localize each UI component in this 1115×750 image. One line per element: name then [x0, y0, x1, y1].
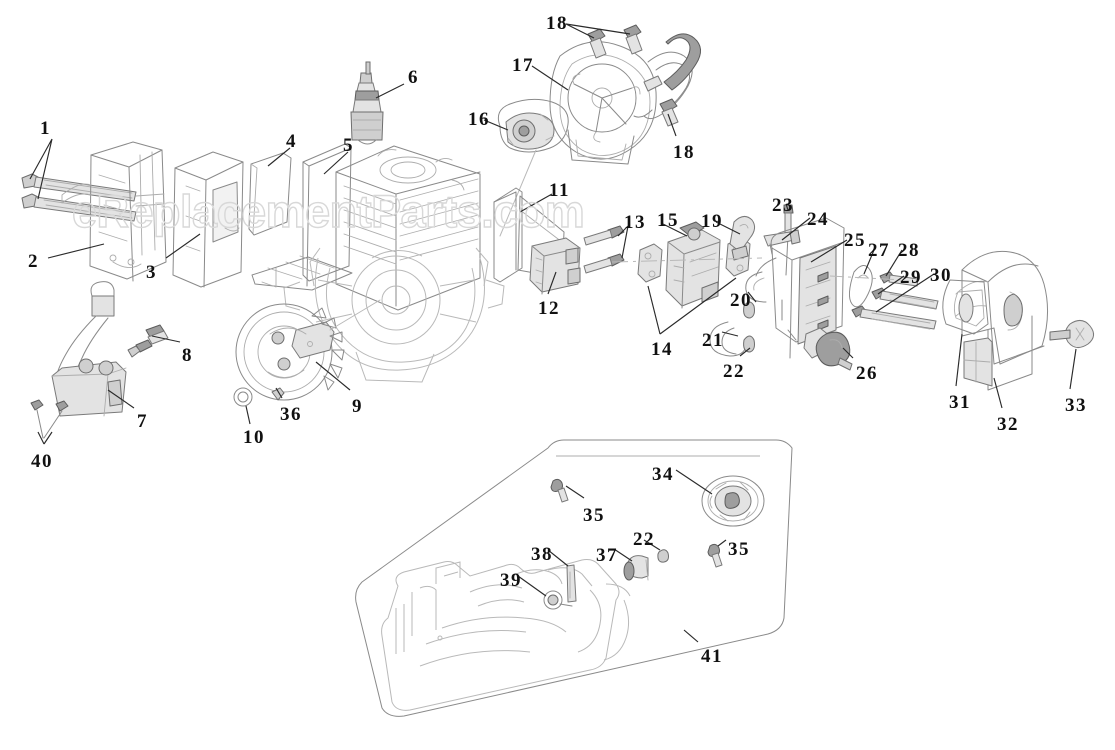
callout-19: 19	[701, 211, 723, 232]
callout-8: 8	[182, 345, 193, 366]
callout-14: 14	[651, 339, 673, 360]
callout-9: 9	[352, 396, 363, 417]
callout-21: 21	[702, 330, 724, 351]
callout-28: 28	[898, 240, 920, 261]
cylinder-and-engine	[283, 145, 505, 383]
callout-18-lower: 18	[673, 142, 695, 163]
air-filter-base-assembly	[755, 217, 939, 371]
callout-4: 4	[286, 131, 297, 152]
callout-40: 40	[31, 451, 53, 472]
callout-39: 39	[500, 570, 522, 591]
callout-33: 33	[1065, 395, 1087, 416]
callout-6: 6	[408, 67, 419, 88]
callout-20: 20	[730, 290, 752, 311]
ignition-coil-assembly	[30, 281, 169, 439]
callout-5: 5	[343, 135, 354, 156]
callout-2: 2	[28, 251, 39, 272]
callout-27: 27	[868, 240, 890, 261]
callout-24: 24	[807, 209, 829, 230]
starter-assembly	[497, 24, 701, 237]
callout-35-a: 35	[583, 505, 605, 526]
callout-23: 23	[772, 195, 794, 216]
callout-16: 16	[468, 109, 490, 130]
heat-shield	[251, 143, 353, 291]
callout-25: 25	[844, 230, 866, 251]
callout-13: 13	[624, 212, 646, 233]
callout-3: 3	[146, 262, 157, 283]
leader-lines	[29, 23, 1077, 643]
callout-35-b: 35	[728, 539, 750, 560]
callout-41: 41	[701, 646, 723, 667]
callout-10: 10	[243, 427, 265, 448]
callout-34: 34	[652, 464, 674, 485]
callout-18-upper: 18	[546, 13, 568, 34]
callout-7: 7	[137, 411, 148, 432]
callout-12: 12	[538, 298, 560, 319]
callout-1: 1	[40, 118, 51, 139]
callout-15: 15	[657, 210, 679, 231]
flywheel-assembly	[233, 299, 381, 407]
carburetor-assembly	[611, 216, 763, 309]
callout-26: 26	[856, 363, 878, 384]
callout-22-tank: 22	[633, 529, 655, 550]
callout-32: 32	[997, 414, 1019, 435]
callout-11: 11	[549, 180, 570, 201]
callout-22: 22	[723, 361, 745, 382]
callout-17: 17	[512, 55, 534, 76]
callout-36: 36	[280, 404, 302, 425]
shroud-and-manifold	[493, 187, 625, 295]
callout-30: 30	[930, 265, 952, 286]
callout-38: 38	[531, 544, 553, 565]
callout-31: 31	[949, 392, 971, 413]
callout-37: 37	[596, 545, 618, 566]
fuel-tank-housing	[355, 439, 793, 717]
spark-plug	[350, 61, 384, 145]
callout-29: 29	[900, 267, 922, 288]
air-filter-cover	[942, 250, 1094, 391]
